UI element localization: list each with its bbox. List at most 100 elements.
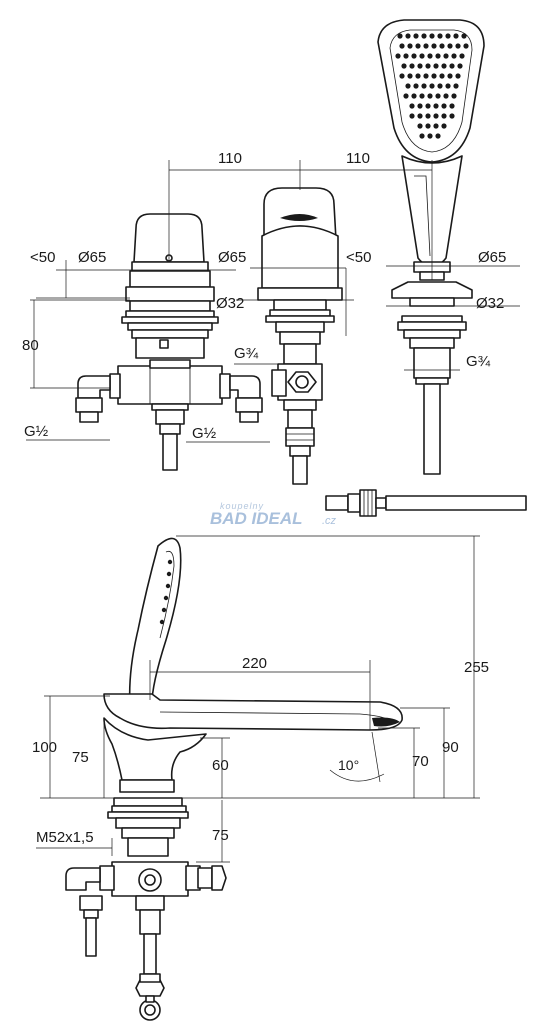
nozzle-dot [429, 33, 435, 39]
nozzle-dot-side [166, 571, 172, 577]
dimension-lines-top [26, 160, 520, 443]
dim-dia65-right: Ø65 [478, 249, 506, 266]
dim-g34-mid: G¾ [234, 345, 259, 362]
nozzle-dot [407, 73, 413, 79]
dim-lt50-right: <50 [346, 249, 371, 266]
dim-dia65-mid: Ø65 [218, 249, 246, 266]
nozzle-dot [409, 63, 415, 69]
nozzle-dot-side [161, 607, 167, 613]
dim-g34-right: G¾ [466, 353, 491, 370]
dim-60: 60 [212, 757, 229, 774]
nozzle-dot [451, 93, 457, 99]
dim-g12-mid: G½ [192, 425, 217, 442]
nozzle-dot [427, 133, 433, 139]
dim-255: 255 [464, 659, 489, 676]
nozzle-dot [437, 33, 443, 39]
nozzle-dot [439, 73, 445, 79]
nozzle-dot [449, 63, 455, 69]
nozzle-dot [435, 133, 441, 139]
nozzle-dot [405, 33, 411, 39]
nozzle-dot [411, 53, 417, 59]
nozzle-dot [443, 93, 449, 99]
nozzle-dot [417, 63, 423, 69]
nozzle-dot [435, 93, 441, 99]
nozzle-dot [455, 73, 461, 79]
dim-angle-10: 10° [338, 757, 359, 773]
nozzle-dot [417, 113, 423, 119]
nozzle-dot [421, 33, 427, 39]
dimension-lines-bottom [36, 535, 480, 863]
nozzle-dot [441, 103, 447, 109]
nozzle-dot [425, 103, 431, 109]
nozzle-dot [447, 73, 453, 79]
nozzle-dot [443, 53, 449, 59]
dim-100: 100 [32, 739, 57, 756]
nozzle-dot [417, 123, 423, 129]
dimension-labels: 110 110 <50 Ø65 Ø65 <50 Ø65 Ø32 Ø32 80 G… [22, 150, 506, 846]
dim-70: 70 [412, 753, 429, 770]
nozzle-dot [419, 93, 425, 99]
nozzle-dot [399, 73, 405, 79]
nozzle-dot [415, 73, 421, 79]
nozzle-dot [425, 63, 431, 69]
nozzle-dot [431, 43, 437, 49]
nozzle-dot [419, 53, 425, 59]
dim-75-upper: 75 [72, 749, 89, 766]
nozzle-dot [415, 43, 421, 49]
dim-dia65-left: Ø65 [78, 249, 106, 266]
nozzle-dot [433, 103, 439, 109]
nozzle-dot [431, 73, 437, 79]
nozzle-dot [461, 33, 467, 39]
nozzle-dot [397, 33, 403, 39]
nozzle-dot [453, 33, 459, 39]
dim-220: 220 [242, 655, 267, 672]
nozzle-dot [449, 113, 455, 119]
dim-110-left: 110 [218, 150, 242, 167]
nozzle-dot [413, 33, 419, 39]
nozzle-dot [463, 43, 469, 49]
dim-90: 90 [442, 739, 459, 756]
watermark-main: BAD IDEAL [210, 509, 303, 528]
nozzle-dot [423, 43, 429, 49]
diverter-valve-icon [257, 187, 343, 485]
nozzle-dot [445, 33, 451, 39]
nozzle-dot [433, 63, 439, 69]
nozzle-dot [399, 43, 405, 49]
nozzle-dot-side [167, 559, 173, 565]
nozzle-dot [427, 53, 433, 59]
dim-dia32-mid: Ø32 [216, 295, 244, 312]
nozzle-dot [441, 123, 447, 129]
nozzle-dot [433, 113, 439, 119]
shower-hose-icon [325, 489, 527, 517]
nozzle-dot [459, 53, 465, 59]
nozzle-dot [401, 63, 407, 69]
nozzle-dot [425, 113, 431, 119]
nozzle-dot [457, 63, 463, 69]
watermark-top: koupelny [220, 501, 264, 511]
nozzle-dot [395, 53, 401, 59]
nozzle-dot [455, 43, 461, 49]
nozzle-dot [421, 83, 427, 89]
nozzle-dot [427, 93, 433, 99]
nozzle-dot [419, 133, 425, 139]
watermark-suffix: .cz [322, 515, 337, 527]
hand-shower-icon [377, 19, 485, 475]
nozzle-dot [437, 83, 443, 89]
dim-80: 80 [22, 337, 39, 354]
dim-m52: M52x1,5 [36, 829, 94, 846]
spout-icon [65, 537, 403, 1021]
nozzle-dot [409, 103, 415, 109]
dim-g12-left: G½ [24, 423, 49, 440]
nozzle-dot [453, 83, 459, 89]
watermark: koupelny BAD IDEAL .cz [210, 501, 337, 528]
nozzle-dot [411, 93, 417, 99]
dim-75-lower: 75 [212, 827, 229, 844]
dim-lt50-left: <50 [30, 249, 55, 266]
nozzle-dot [403, 93, 409, 99]
dim-110-right: 110 [346, 150, 370, 167]
nozzle-dot [413, 83, 419, 89]
nozzle-dot [433, 123, 439, 129]
nozzle-dot [441, 63, 447, 69]
nozzle-dot [447, 43, 453, 49]
